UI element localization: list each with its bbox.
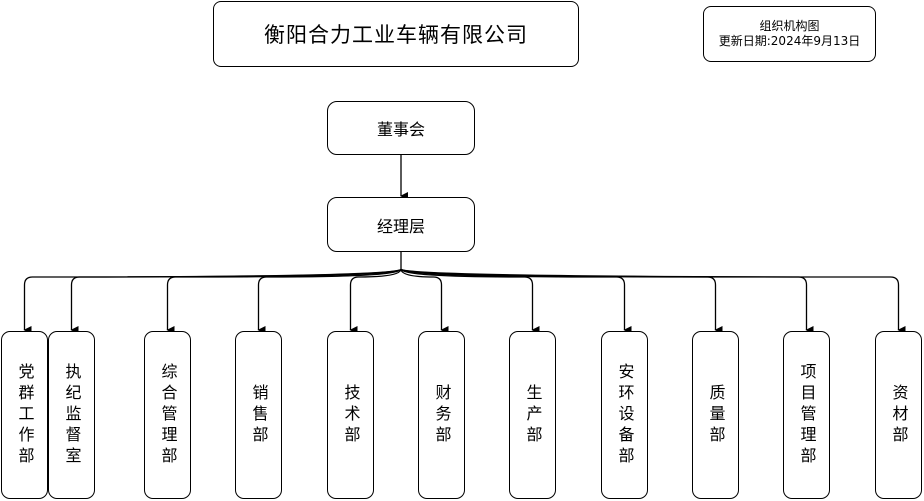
dept-general-management: 综合管理部 [144,331,191,499]
dept-label: 质量部 [706,383,726,447]
dept-project-management: 项目管理部 [783,331,830,499]
chart-info-box: 组织机构图 更新日期:2024年9月13日 [703,6,876,62]
dept-label: 资材部 [889,383,909,447]
dept-label: 技术部 [341,383,361,447]
management-node: 经理层 [327,197,475,252]
board-node-label: 董事会 [376,120,425,139]
dept-safety-equipment: 安环设备部 [601,331,648,499]
dept-label: 安环设备部 [615,362,635,468]
dept-label: 综合管理部 [158,362,178,468]
department-branch-arrow-9 [400,268,814,334]
department-branch-arrow-5 [400,268,449,334]
dept-label: 项目管理部 [797,362,817,468]
department-branch-arrow-0 [23,268,402,334]
department-branch-arrow-7 [400,268,632,334]
dept-label: 销售部 [249,383,269,447]
dept-production: 生产部 [509,331,556,499]
dept-label: 执纪监督室 [62,362,82,468]
dept-technology: 技术部 [327,331,374,499]
department-branch-arrow-6 [400,268,540,334]
chart-info-title: 组织机构图 [759,19,820,33]
dept-sales: 销售部 [235,331,282,499]
department-branch-arrow-4 [349,268,402,334]
dept-party-work: 党群工作部 [1,331,48,499]
management-node-label: 经理层 [376,216,425,236]
dept-label: 财务部 [432,383,452,447]
dept-label: 生产部 [523,383,543,447]
department-branch-arrow-10 [400,268,906,334]
department-branch-arrow-3 [257,268,402,334]
board-node: 董事会 [327,101,475,155]
dept-materials: 资材部 [875,331,922,499]
dept-quality: 质量部 [692,331,739,499]
manager-to-department-arrows [23,252,906,334]
chart-info-updated: 更新日期:2024年9月13日 [718,34,861,48]
department-branch-arrow-2 [166,268,402,334]
dept-finance: 财务部 [418,331,465,499]
dept-label: 党群工作部 [15,362,35,468]
dept-discipline-supervision: 执纪监督室 [48,331,95,499]
company-title: 衡阳合力工业车辆有限公司 [213,1,579,67]
department-branch-arrow-1 [70,268,402,334]
company-title-text: 衡阳合力工业车辆有限公司 [264,23,528,47]
department-branch-arrow-8 [400,268,723,334]
